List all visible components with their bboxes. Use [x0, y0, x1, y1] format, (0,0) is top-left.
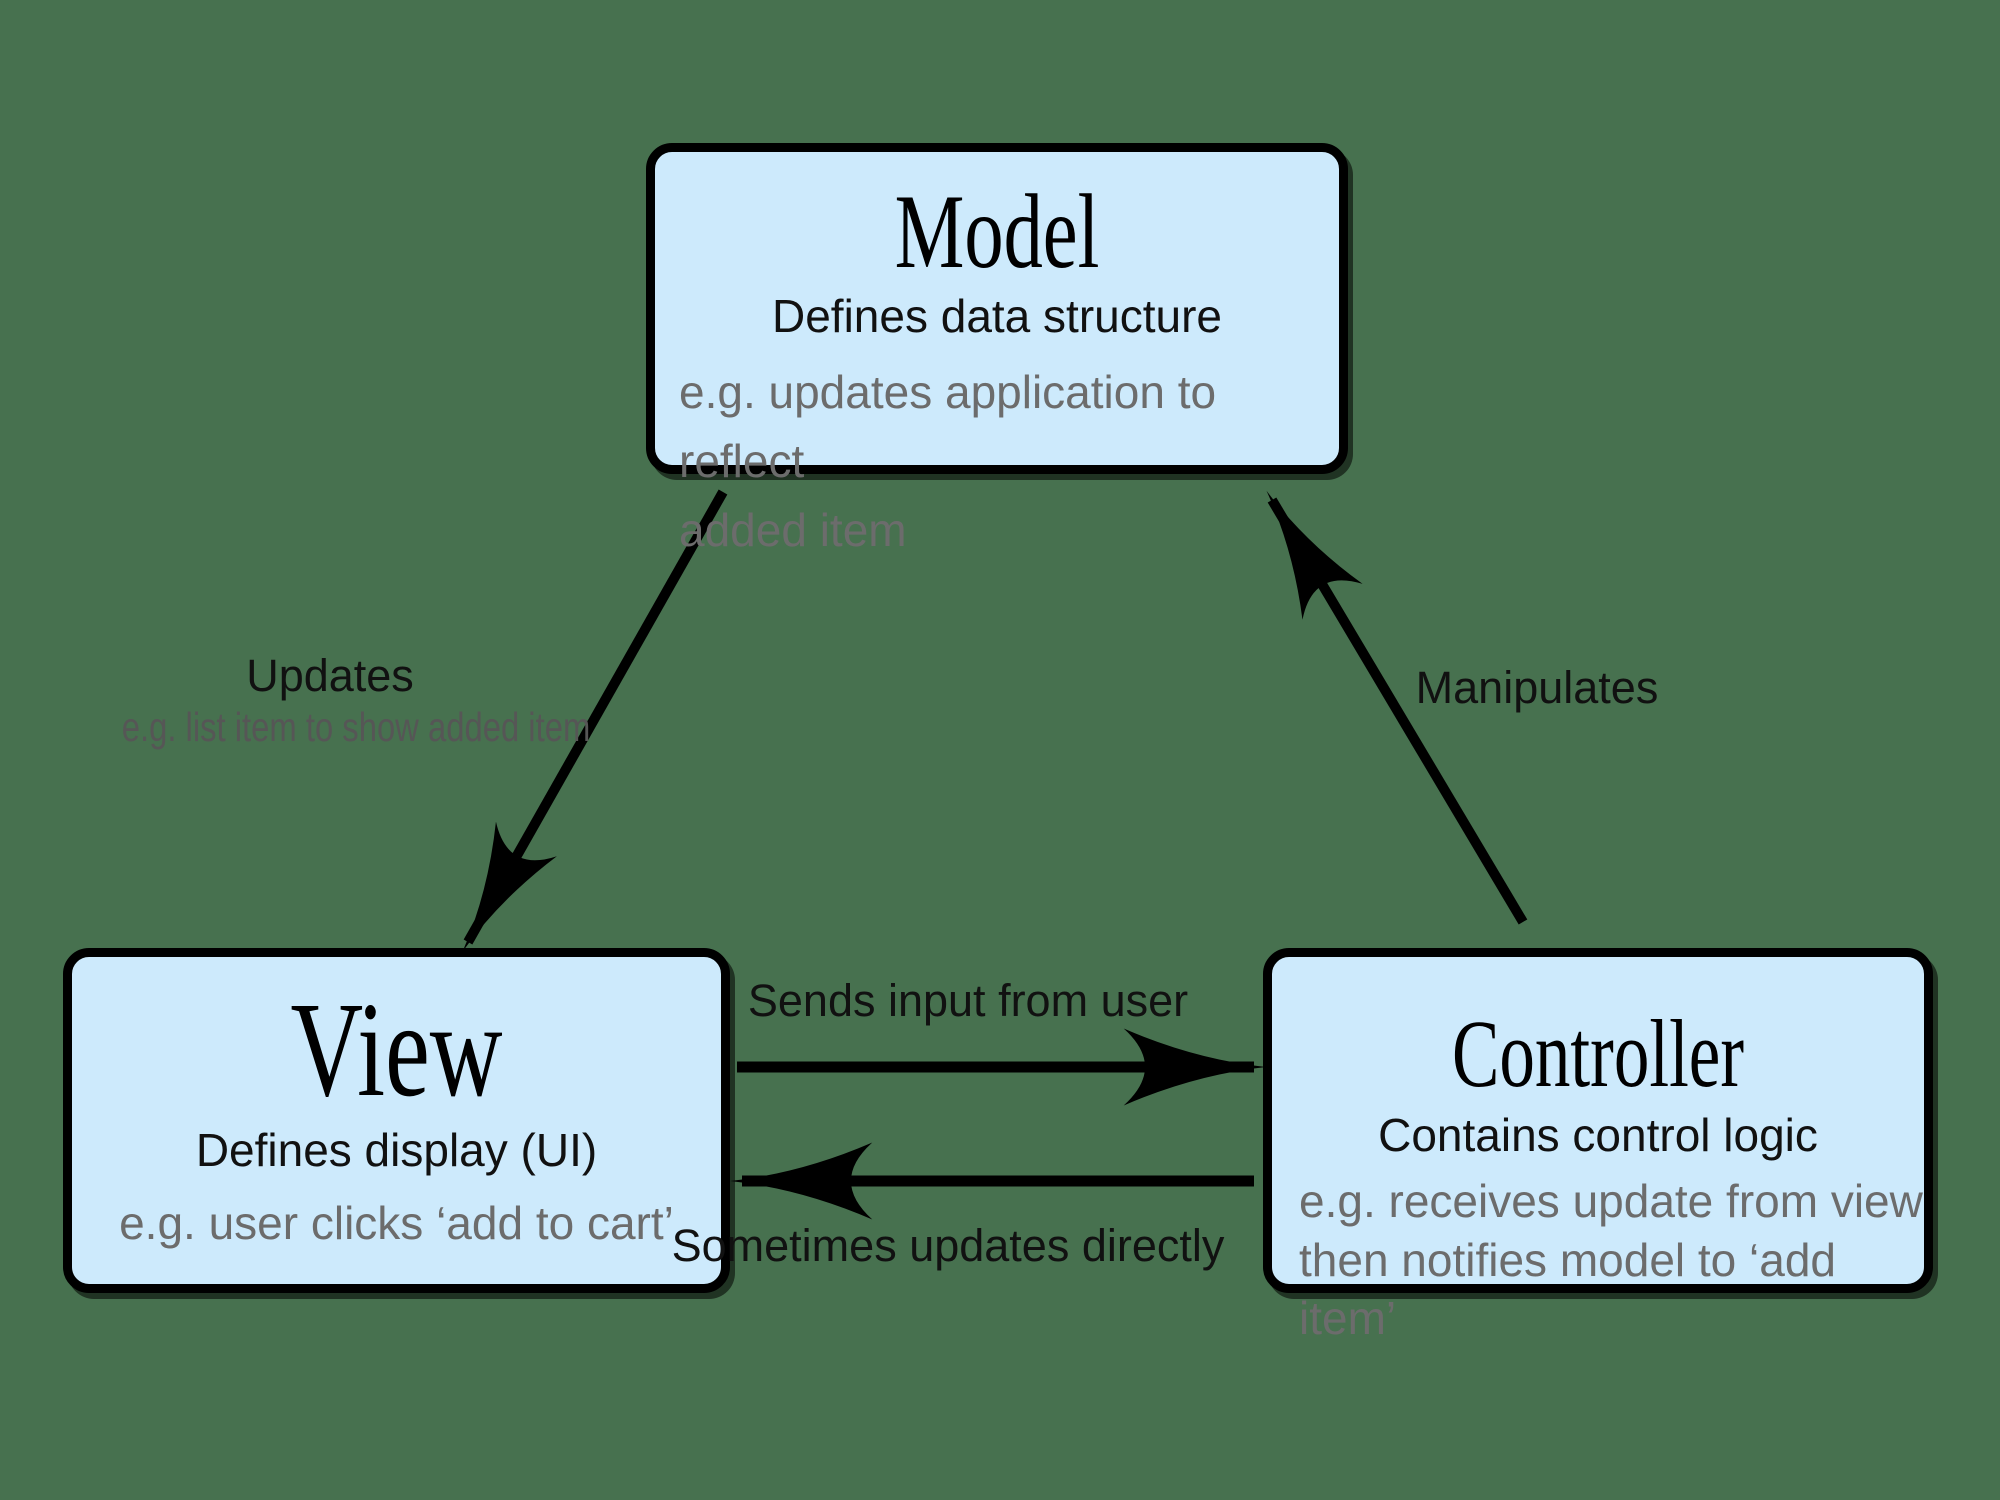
manipulates-label: Manipulates — [1415, 662, 1659, 713]
view-title: View — [290, 975, 503, 1125]
controller-subtitle: Contains control logic — [1378, 1108, 1818, 1161]
sends-input-label: Sends input from user — [747, 975, 1189, 1026]
model-example-line: added item — [679, 503, 907, 556]
controller-title: Controller — [1452, 1000, 1744, 1107]
model-box: Model Defines data structure e.g. update… — [646, 143, 1348, 556]
view-example-line: e.g. user clicks ‘add to cart’ — [119, 1197, 674, 1250]
view-example: e.g. user clicks ‘add to cart’ — [72, 1189, 721, 1258]
updates-sublabel-text: e.g. list item to show added item — [121, 704, 591, 750]
controller-example: e.g. receives update from view then noti… — [1272, 1172, 1924, 1347]
updates-sublabel: e.g. list item to show added item — [63, 704, 649, 751]
controller-example-line: e.g. receives update from view — [1299, 1175, 1923, 1228]
model-example-line: e.g. updates application to reflect — [679, 365, 1217, 487]
controller-box: Controller Contains control logic e.g. r… — [1263, 948, 1933, 1344]
updates-arrow — [462, 489, 728, 952]
model-subtitle: Defines data structure — [771, 290, 1222, 343]
controller-example-line: then notifies model to ‘add item’ — [1299, 1233, 1837, 1345]
model-example: e.g. updates application to reflect adde… — [655, 358, 1339, 565]
updates-label: Updates — [246, 650, 414, 701]
view-subtitle: Defines display (UI) — [195, 1123, 598, 1176]
model-title: Model — [894, 173, 1100, 290]
manipulates-arrow — [1266, 490, 1528, 925]
sometimes-updates-label: Sometimes updates directly — [671, 1220, 1225, 1271]
view-box: View Defines display (UI) e.g. user clic… — [63, 948, 730, 1293]
